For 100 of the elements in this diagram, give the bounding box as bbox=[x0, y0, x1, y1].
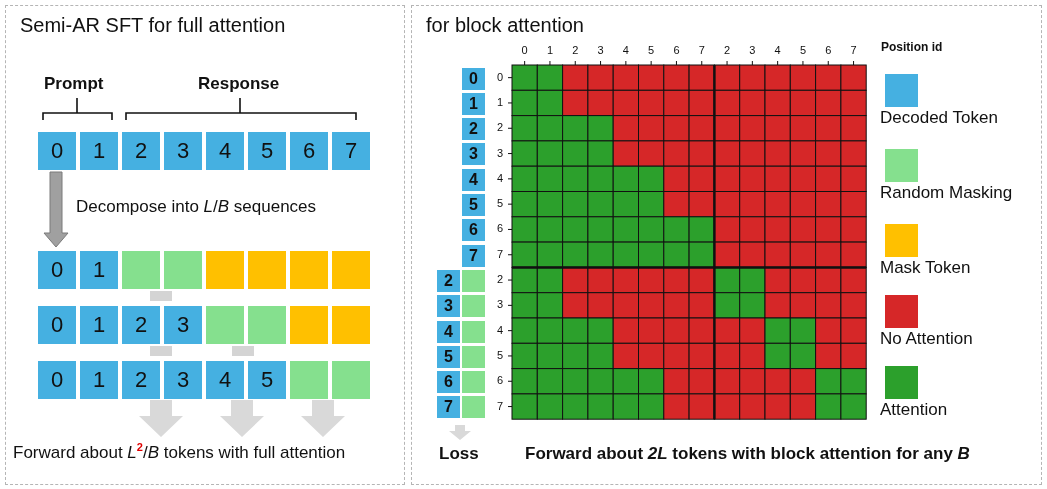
tick-label: 6 bbox=[495, 222, 505, 235]
masked-token-box bbox=[332, 306, 370, 344]
token-box: 4 bbox=[206, 361, 244, 399]
token-box: 3 bbox=[164, 306, 202, 344]
token-box: 0 bbox=[38, 132, 76, 170]
annotation-text: Forward about 2L tokens with block attention for any B bbox=[525, 444, 970, 464]
tick-label: 7 bbox=[495, 247, 505, 260]
token-box: 3 bbox=[437, 295, 460, 318]
token-box: 0 bbox=[38, 361, 76, 399]
token-box: 2 bbox=[462, 118, 485, 141]
token-box: 1 bbox=[80, 251, 118, 289]
block-arrow bbox=[139, 400, 183, 437]
token-box: 3 bbox=[164, 361, 202, 399]
token-box: 2 bbox=[437, 269, 460, 292]
masked-token-box bbox=[462, 396, 485, 419]
legend-label: Random Masking bbox=[880, 183, 1013, 203]
tick-label: 6 bbox=[824, 44, 833, 56]
tick-label: 3 bbox=[495, 298, 505, 311]
masked-token-box bbox=[206, 306, 244, 344]
masked-token-box bbox=[462, 295, 485, 318]
token-box: 2 bbox=[122, 306, 160, 344]
masked-token-box bbox=[462, 269, 485, 292]
token-box: 4 bbox=[437, 320, 460, 343]
tick-label: 4 bbox=[495, 171, 505, 184]
masked-token-box bbox=[462, 345, 485, 368]
token-box: 0 bbox=[38, 251, 76, 289]
token-box: 2 bbox=[122, 132, 160, 170]
token-box: 0 bbox=[38, 306, 76, 344]
token-box: 7 bbox=[462, 244, 485, 267]
token-box: 5 bbox=[248, 361, 286, 399]
tick-label: 7 bbox=[697, 44, 706, 56]
masked-token-box bbox=[248, 251, 286, 289]
masked-token-box bbox=[462, 320, 485, 343]
masked-token-box bbox=[332, 361, 370, 399]
token-box: 4 bbox=[462, 168, 485, 191]
tick-label: 3 bbox=[596, 44, 605, 56]
tick-label: 4 bbox=[621, 44, 630, 56]
masked-token-box bbox=[164, 251, 202, 289]
tick-label: 1 bbox=[495, 95, 505, 108]
panel-title: Semi-AR SFT for full attention bbox=[20, 14, 286, 37]
token-box: 5 bbox=[462, 194, 485, 216]
block-arrow bbox=[220, 400, 264, 437]
masked-token-box bbox=[290, 306, 328, 344]
block-arrow bbox=[43, 171, 69, 248]
legend-label: Attention bbox=[880, 400, 948, 420]
masked-token-box bbox=[332, 251, 370, 289]
token-box: 1 bbox=[462, 92, 485, 115]
annotation-text: Decompose into L/B sequences bbox=[76, 197, 317, 217]
annotation-text: Forward about L$^{2}$/B tokens with full attention bbox=[13, 441, 346, 463]
tick-label: 4 bbox=[773, 44, 782, 56]
token-box: 3 bbox=[164, 132, 202, 170]
token-box: 5 bbox=[248, 132, 286, 170]
block-arrow bbox=[449, 425, 471, 440]
token-box: 6 bbox=[437, 371, 460, 394]
tick-label: 4 bbox=[495, 323, 505, 336]
tick-label: 3 bbox=[495, 146, 505, 159]
masked-token-box bbox=[462, 371, 485, 394]
token-box: 2 bbox=[122, 361, 160, 399]
tick-label: 5 bbox=[495, 348, 505, 361]
legend-label: No Attention bbox=[880, 329, 973, 349]
masked-token-box bbox=[206, 251, 244, 289]
masked-token-box bbox=[290, 361, 328, 399]
tick-label: 6 bbox=[672, 44, 681, 56]
token-box: 6 bbox=[290, 132, 328, 170]
annotation-text: Prompt bbox=[44, 74, 104, 94]
panel-title: for block attention bbox=[426, 14, 584, 37]
legend-label: Mask Token bbox=[880, 258, 971, 278]
token-box: 6 bbox=[462, 219, 485, 242]
tick-label: 1 bbox=[545, 44, 554, 56]
tick-label: 2 bbox=[571, 44, 580, 56]
masked-token-box bbox=[290, 251, 328, 289]
tick-label: 6 bbox=[495, 374, 505, 387]
tick-label: 7 bbox=[495, 399, 505, 412]
token-box: 1 bbox=[80, 306, 118, 344]
tick-label: 2 bbox=[495, 273, 505, 286]
masked-token-box bbox=[122, 251, 160, 289]
annotation-text: Loss bbox=[439, 444, 479, 464]
tick-label: 7 bbox=[849, 44, 858, 56]
token-box: 1 bbox=[80, 361, 118, 399]
token-box: 3 bbox=[462, 143, 485, 166]
token-box: 7 bbox=[332, 132, 370, 170]
tick-label: 2 bbox=[723, 44, 732, 56]
tick-label: 3 bbox=[748, 44, 757, 56]
annotation-text: Response bbox=[198, 74, 280, 94]
tick-label: 0 bbox=[495, 70, 505, 83]
panel bbox=[5, 5, 405, 485]
token-box: 1 bbox=[80, 132, 118, 170]
axis-title: Position id bbox=[881, 40, 943, 54]
tick-label: 5 bbox=[647, 44, 656, 56]
block-arrow bbox=[301, 400, 345, 437]
token-box: 7 bbox=[437, 396, 460, 419]
masked-token-box bbox=[248, 306, 286, 344]
tick-label: 5 bbox=[798, 44, 807, 56]
tick-label: 0 bbox=[520, 44, 529, 56]
token-box: 4 bbox=[206, 132, 244, 170]
token-box: 0 bbox=[462, 67, 485, 90]
legend-label: Decoded Token bbox=[880, 108, 998, 128]
tick-label: 5 bbox=[495, 197, 505, 210]
tick-label: 2 bbox=[495, 121, 505, 134]
token-box: 5 bbox=[437, 345, 460, 368]
